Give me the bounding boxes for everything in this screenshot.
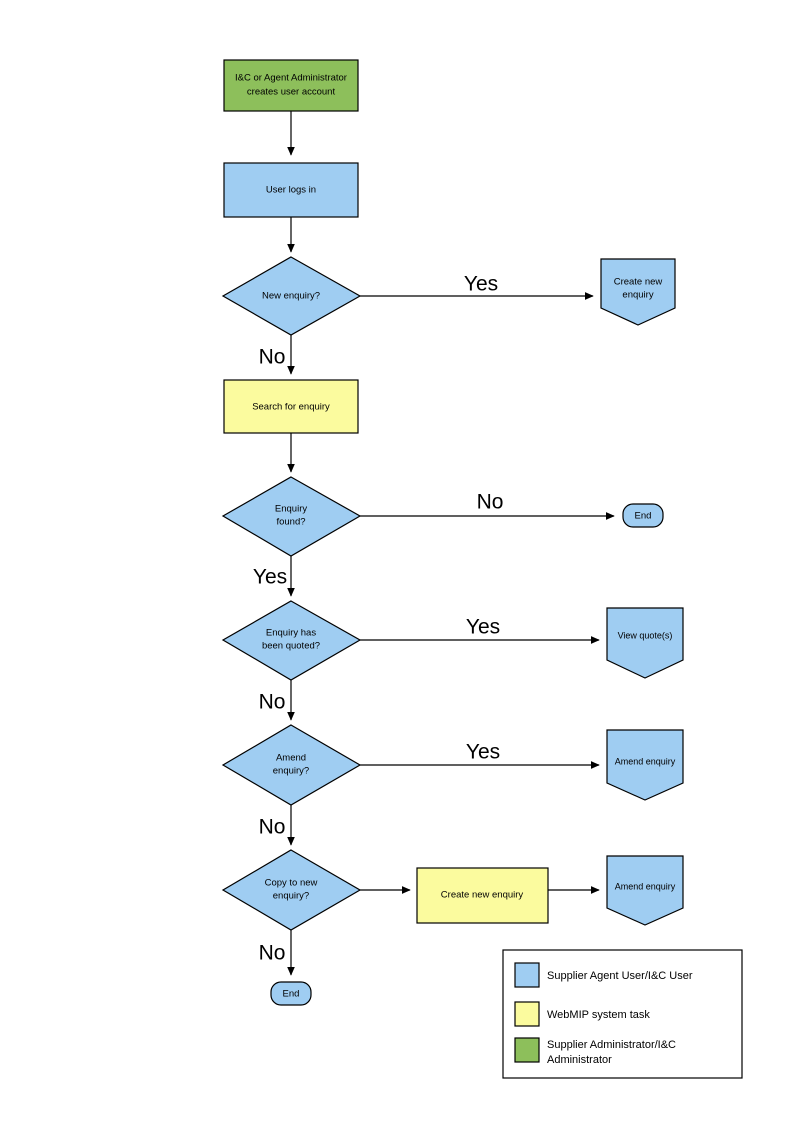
edge-label-enquiry-found-yes: Yes [253,566,287,589]
node-copy-to-new-enquiry-decision-label-line1: Copy to new [265,878,318,889]
legend-label-supplier-administrator-line1: Supplier Administrator/I&C [547,1039,676,1051]
node-create-user-account[interactable] [223,59,359,112]
node-create-new-enquiry-top-label-line2: enquiry [622,290,653,301]
node-search-for-enquiry-label: Search for enquiry [252,402,330,413]
node-create-new-enquiry-top-label-line1: Create new [614,277,663,288]
edge-label-copy-no: No [259,942,286,965]
node-create-new-enquiry-bottom-label: Create new enquiry [441,890,524,901]
legend-swatch-webmip-system-task [514,1001,540,1027]
legend-panel [502,949,743,1079]
node-view-quotes-label: View quote(s) [618,630,673,640]
legend-label-webmip-system-task: WebMIP system task [547,1009,650,1021]
node-enquiry-quoted-decision-label-line1: Enquiry has [266,628,316,639]
node-amend-enquiry-action-1[interactable] [606,729,684,801]
legend-label-supplier-administrator-line2: Administrator [547,1054,612,1066]
edge-label-enquiry-found-no: No [477,491,504,514]
node-amend-enquiry-action-1-label: Amend enquiry [615,756,676,766]
edge-label-new-enquiry-no: No [259,346,286,369]
node-enquiry-found-decision-label-line2: found? [276,517,305,528]
edge-label-quoted-yes: Yes [466,616,500,639]
node-create-user-account-label-line2: creates user account [247,87,336,98]
node-create-new-enquiry-top[interactable] [600,258,676,326]
node-end-bottom-label: End [283,989,300,1000]
legend-label-supplier-agent-user: Supplier Agent User/I&C User [547,970,693,982]
node-create-user-account-label-line1: I&C or Agent Administrator [235,73,347,84]
node-amend-enquiry-decision-label-line1: Amend [276,753,306,764]
edge-label-quoted-no: No [259,691,286,714]
node-enquiry-quoted-decision-label-line2: been quoted? [262,641,320,652]
edge-label-amend-no: No [259,816,286,839]
node-amend-enquiry-action-2[interactable] [606,855,684,926]
edge-label-amend-yes: Yes [466,741,500,764]
node-amend-enquiry-action-2-label: Amend enquiry [615,881,676,891]
node-create-new-enquiry-bottom[interactable] [416,867,549,924]
node-end-top[interactable] [622,503,664,528]
node-user-logs-in-label: User logs in [266,185,316,196]
node-new-enquiry-decision-label: New enquiry? [262,291,320,302]
legend-swatch-supplier-administrator [514,1037,540,1063]
node-copy-to-new-enquiry-decision-label-line2: enquiry? [273,891,309,902]
edge-label-new-enquiry-yes: Yes [464,273,498,296]
node-view-quotes[interactable] [606,607,684,679]
node-search-for-enquiry[interactable] [223,379,359,434]
node-end-top-label: End [635,511,652,522]
node-end-bottom[interactable] [270,981,312,1006]
node-amend-enquiry-decision-label-line2: enquiry? [273,766,309,777]
node-enquiry-found-decision-label-line1: Enquiry [275,504,307,515]
legend-swatch-supplier-agent-user [514,962,540,988]
